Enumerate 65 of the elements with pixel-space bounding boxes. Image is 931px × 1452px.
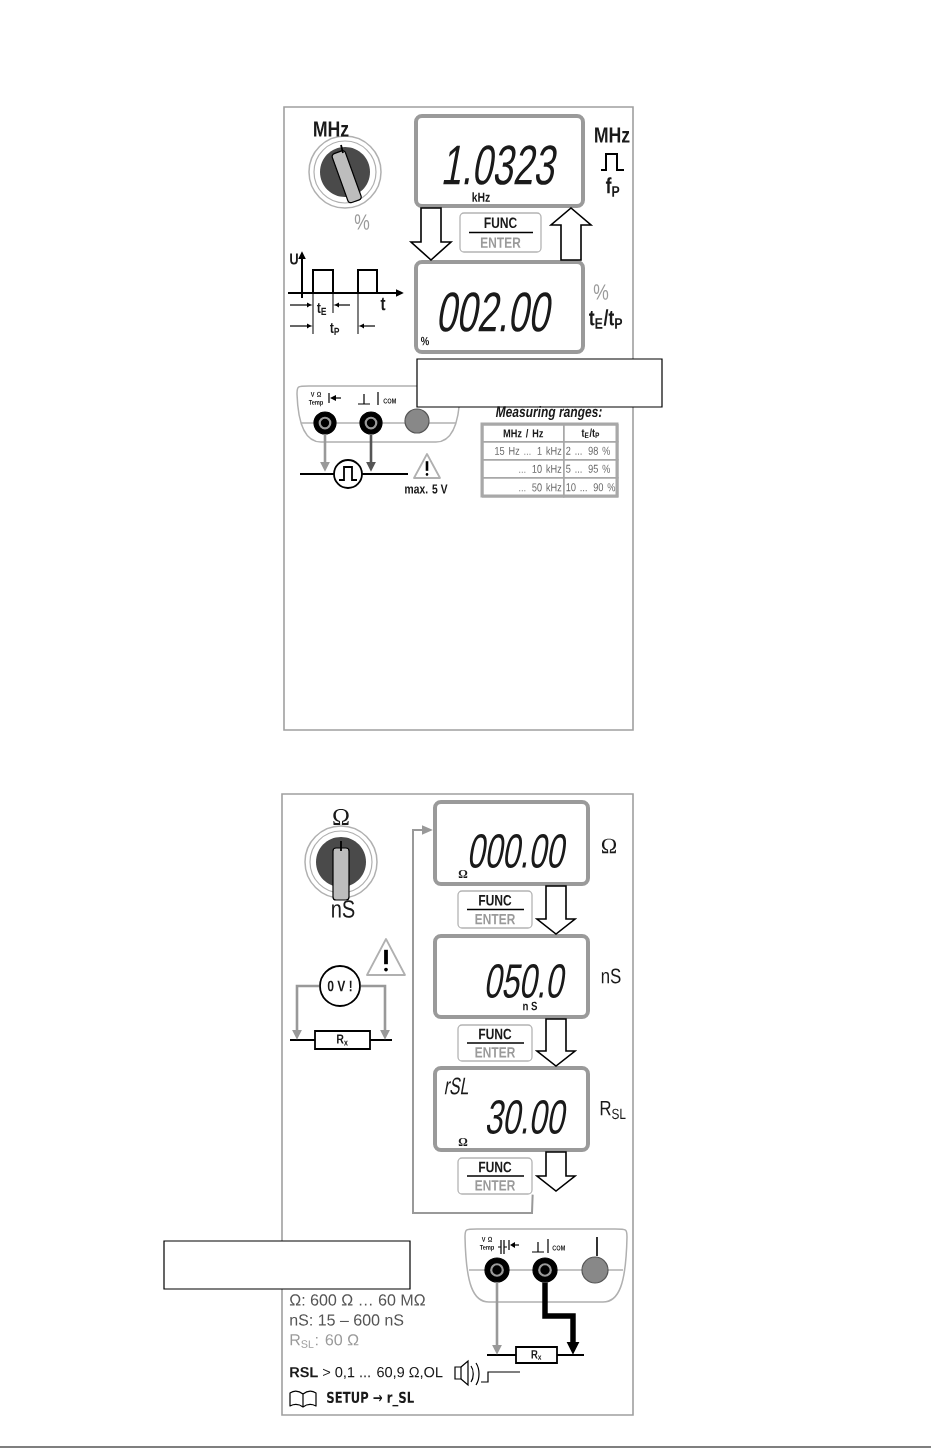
- hollow-arrow: [534, 885, 578, 936]
- func-button: FUNC ENTER: [457, 1024, 533, 1062]
- return-arrow: [412, 825, 534, 1214]
- func-button: FUNC ENTER: [457, 890, 533, 929]
- switch-position-label: Ω: [333, 809, 349, 825]
- range-text: Ω: 600 Ω … 60 MΩ: [289, 1294, 425, 1306]
- unit-label: Ω: [601, 838, 617, 854]
- table-cell: 15 Hz ... 1 kHz: [482, 441, 565, 461]
- hollow-arrow: [534, 1151, 578, 1193]
- hollow-arrow: [534, 1018, 578, 1067]
- table-heading: Measuring ranges:: [495, 406, 602, 420]
- socket: [404, 408, 430, 434]
- table-cell: MHz / Hz: [482, 424, 565, 443]
- unit-label: %: [420, 336, 429, 346]
- table-cell: 10 ... 90 %: [563, 477, 619, 498]
- socket-panel: [464, 1228, 628, 1303]
- func-button: FUNC ENTER: [457, 1157, 533, 1195]
- unit-label: Ω: [458, 870, 468, 878]
- switch-position-label: nS: [332, 900, 355, 918]
- func-button: FUNC ENTER: [459, 212, 542, 253]
- range-text: R$_{SL}$: 60 Ω: [290, 1334, 359, 1348]
- function-label: f$_{P}$: [605, 177, 620, 197]
- table-cell: ... 50 kHz: [482, 477, 565, 498]
- table-cell: t$_{E}$/t$_{P}$: [563, 424, 619, 443]
- lcd-display: [414, 260, 585, 354]
- socket: [359, 411, 383, 435]
- lcd-display: [433, 934, 590, 1019]
- warning-text: max. 5 V: [405, 484, 448, 494]
- lcd-reading: 050.0: [486, 964, 566, 998]
- axis-label: t: [380, 297, 386, 311]
- unit-label: %: [593, 284, 609, 300]
- table-cell: 2 ... 98 %: [563, 441, 619, 461]
- setup-hint: SETUP → r_SL: [327, 1391, 414, 1407]
- range-text: nS: 15 – 600 nS: [290, 1314, 404, 1326]
- unit-label: n S: [523, 1001, 538, 1011]
- unit-label: kHz: [472, 192, 490, 202]
- socket: [484, 1257, 510, 1283]
- hollow-arrow: [548, 206, 594, 261]
- switch-position-label: %: [354, 214, 370, 230]
- lcd-display: [433, 1066, 590, 1152]
- unit-label: nS: [601, 968, 621, 984]
- limit-text: RSL > 0,1 ... 60,9 Ω,OL: [290, 1367, 443, 1379]
- lcd-reading: 002.00: [439, 292, 552, 332]
- table-cell: ... 10 kHz: [482, 459, 565, 479]
- dimension-label: t$_{P}$: [330, 323, 340, 335]
- axis-label: U: [290, 253, 298, 265]
- lcd-display: [433, 800, 590, 886]
- unit-label: Ω: [458, 1138, 468, 1146]
- unit-label: MHz: [595, 127, 630, 143]
- switch-position-label: MHz: [314, 121, 349, 137]
- dimension-label: t$_{E}$: [317, 303, 327, 315]
- socket: [532, 1257, 558, 1283]
- lcd-display: [414, 114, 585, 208]
- hollow-arrow: [408, 207, 454, 262]
- table-cell: 5 ... 95 %: [563, 459, 619, 479]
- lcd-reading: 000.00: [469, 834, 567, 868]
- socket: [313, 411, 337, 435]
- lcd-mode-text: rSL: [444, 1077, 469, 1095]
- lcd-reading: 1.0323: [443, 145, 557, 185]
- lcd-reading: 30.00: [487, 1100, 567, 1134]
- panel-frame: [281, 793, 634, 1416]
- panel-frame: [283, 106, 634, 731]
- function-label: R$_{SL}$: [600, 1100, 626, 1120]
- socket: [581, 1256, 609, 1284]
- function-label: t$_{E}$/t$_{P}$: [589, 309, 623, 329]
